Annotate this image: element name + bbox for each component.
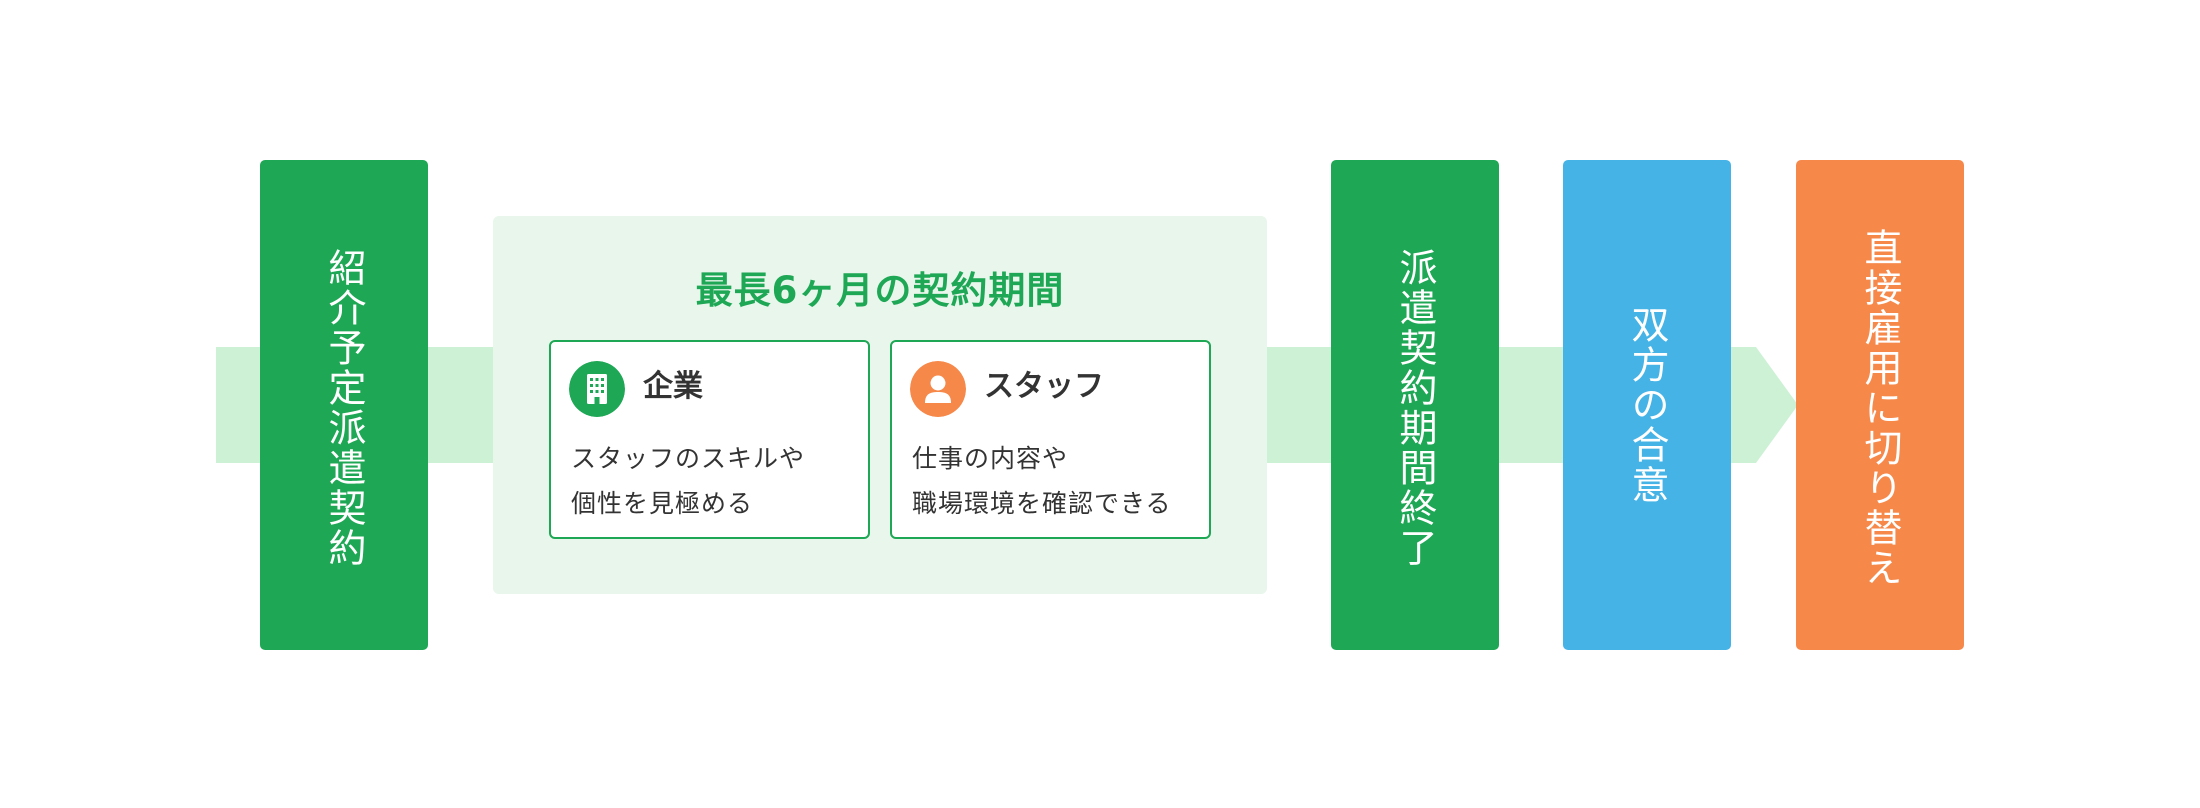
flow-arrow-head: [1756, 347, 1798, 463]
contract-period-title: 最長6ヶ月の契約期間: [695, 269, 1065, 312]
step-direct-employment: 直接雇用に切り替え: [1796, 160, 1964, 650]
card-description: スタッフのスキルや 個性を見極める: [571, 436, 805, 526]
step-temp-to-perm-contract: 紹介予定派遣契約: [260, 160, 428, 650]
card-description-line: 仕事の内容や: [912, 444, 1069, 473]
card-title: スタッフ: [984, 369, 1104, 404]
card-description-line: スタッフのスキルや: [571, 444, 806, 473]
person-icon: [910, 361, 966, 417]
card-title: 企業: [643, 369, 703, 404]
step-contract-period-end: 派遣契約期間終了: [1331, 160, 1499, 650]
building-icon: [569, 361, 625, 417]
card-description-line: 職場環境を確認できる: [912, 489, 1172, 518]
contract-period-panel: 最長6ヶ月の契約期間 企業: [493, 216, 1267, 594]
step-label: 紹介予定派遣契約: [322, 248, 366, 568]
card-description-line: 個性を見極める: [571, 489, 754, 518]
step-label: 派遣契約期間終了: [1393, 248, 1437, 568]
staff-card: スタッフ 仕事の内容や 職場環境を確認できる: [890, 340, 1211, 539]
card-description: 仕事の内容や 職場環境を確認できる: [912, 436, 1172, 526]
company-card: 企業 スタッフのスキルや 個性を見極める: [549, 340, 870, 539]
step-label: 直接雇用に切り替え: [1858, 228, 1902, 588]
step-label: 双方の合意: [1625, 305, 1669, 505]
step-mutual-agreement: 双方の合意: [1563, 160, 1731, 650]
